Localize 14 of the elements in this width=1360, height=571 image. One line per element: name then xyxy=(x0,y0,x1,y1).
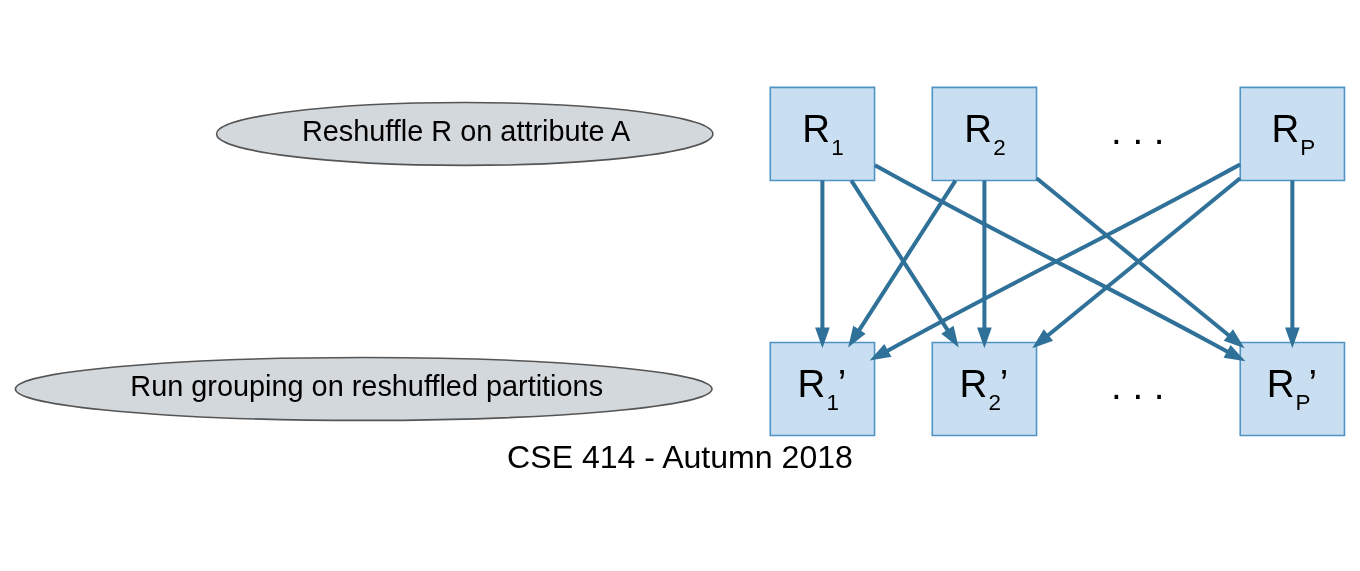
label: . . . xyxy=(1111,108,1165,152)
node-box: R$_{2}$’ xyxy=(931,341,1038,437)
node-ellipse: Reshuffle R on attribute A xyxy=(215,101,714,167)
caption: CSE 414 - Autumn 2018 xyxy=(507,438,853,475)
arrow xyxy=(1285,180,1300,349)
node-box: R$_{1}$’ xyxy=(769,341,876,437)
node-box: R$_{2}$ xyxy=(931,86,1038,182)
node-box: R$_{P}$’ xyxy=(1239,341,1346,437)
label: . . . xyxy=(1111,363,1165,407)
node-box: R$_{1}$ xyxy=(769,86,876,182)
arrow xyxy=(815,180,830,349)
node-box: R$_{P}$ xyxy=(1239,86,1346,182)
node-ellipse: Run grouping on reshuffled partitions xyxy=(14,356,713,422)
arrow xyxy=(977,180,992,349)
